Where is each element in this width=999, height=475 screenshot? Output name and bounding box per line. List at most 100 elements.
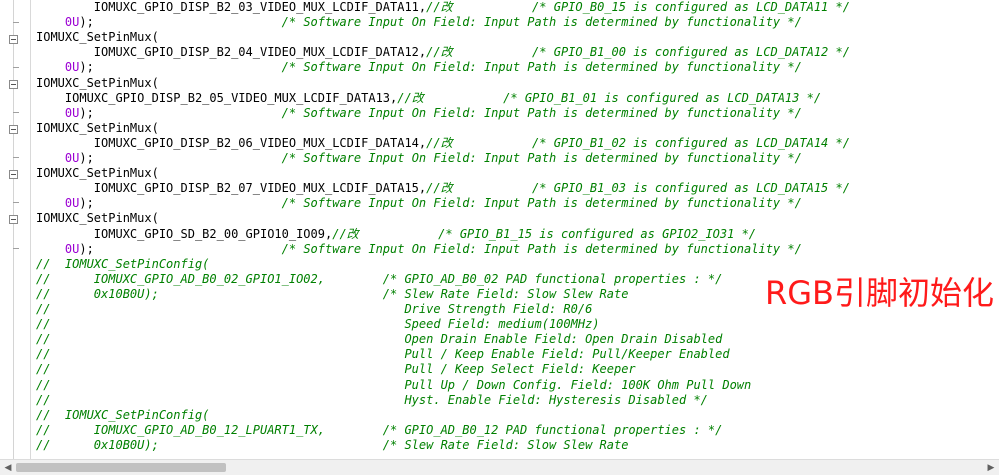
code-line[interactable]: // Pull / Keep Enable Field: Pull/Keeper… [36,347,730,362]
fold-guide-line [13,0,14,459]
code-line[interactable]: IOMUXC_SetPinMux( [36,211,159,226]
code-line[interactable]: // IOMUXC_SetPinConfig( [36,408,209,423]
code-line[interactable]: // IOMUXC_SetPinConfig( [36,257,209,272]
code-text: IOMUXC_GPIO_DISP_B2_06_VIDEO_MUX_LCDIF_D… [93,135,427,150]
code-line[interactable]: // Speed Field: medium(100MHz) [36,317,600,332]
code-comment: // Pull / Keep Enable Field: Pull/Keeper… [36,347,730,362]
fold-end-marker [13,202,19,203]
horizontal-scrollbar[interactable]: ◀ ▶ [0,459,999,475]
code-number-literal: 0U [64,105,80,120]
fold-end-marker [13,157,19,158]
code-comment: // Open Drain Enable Field: Open Drain D… [36,332,723,347]
code-comment: /* Software Input On Field: Input Path i… [93,60,802,75]
scroll-left-arrow-icon[interactable]: ◀ [4,463,12,473]
code-comment: /* Software Input On Field: Input Path i… [93,105,802,120]
code-line[interactable]: IOMUXC_GPIO_DISP_B2_06_VIDEO_MUX_LCDIF_D… [36,136,850,151]
code-comment: /* Software Input On Field: Input Path i… [93,241,802,256]
fold-collapse-icon[interactable] [9,80,18,89]
code-line[interactable]: 0U); /* Software Input On Field: Input P… [36,60,802,75]
code-comment: // Speed Field: medium(100MHz) [36,317,600,332]
code-line[interactable]: 0U); /* Software Input On Field: Input P… [36,196,802,211]
code-number-literal: 0U [64,151,80,165]
code-line[interactable]: // Pull / Keep Select Field: Keeper [36,362,636,377]
code-text: IOMUXC_SetPinMux( [36,30,159,45]
fold-collapse-icon[interactable] [9,170,18,179]
code-line[interactable]: IOMUXC_SetPinMux( [36,166,159,181]
code-indent [36,227,94,241]
code-comment: // IOMUXC_GPIO_AD_B0_02_GPIO1_IO02, /* G… [36,271,723,286]
code-comment: //改 /* GPIO_B1_02 is configured as LCD_D… [426,135,850,150]
code-line[interactable]: 0U); /* Software Input On Field: Input P… [36,15,802,30]
code-line[interactable]: // 0x10B0U); /* Slew Rate Field: Slow Sl… [36,287,628,302]
code-text: ); [79,105,94,120]
scrollbar-thumb[interactable] [16,463,226,472]
code-text: IOMUXC_SetPinMux( [36,75,159,90]
code-line[interactable]: // Pull Up / Down Config. Field: 100K Oh… [36,378,751,393]
code-comment: /* Software Input On Field: Input Path i… [93,151,802,165]
code-number-literal: 0U [64,15,80,30]
code-comment: // Pull / Keep Select Field: Keeper [36,362,636,377]
code-line[interactable]: // Hyst. Enable Field: Hysteresis Disabl… [36,393,708,408]
code-number-literal: 0U [64,60,80,75]
code-comment: /* Software Input On Field: Input Path i… [93,196,802,211]
code-text: ); [79,15,94,30]
code-comment: // Hyst. Enable Field: Hysteresis Disabl… [36,392,708,407]
code-line[interactable]: 0U); /* Software Input On Field: Input P… [36,106,802,121]
code-comment: // IOMUXC_GPIO_AD_B0_12_LPUART1_TX, /* G… [36,422,723,437]
code-indent [36,136,94,150]
red-annotation-text: RGB引脚初始化 [765,274,994,312]
code-line[interactable]: IOMUXC_GPIO_SD_B2_00_GPIO10_IO09,//改 /* … [36,227,756,242]
code-line[interactable]: IOMUXC_SetPinMux( [36,76,159,91]
code-comment: // 0x10B0U); /* Slew Rate Field: Slow Sl… [36,437,629,452]
code-indent [36,151,65,165]
code-text: ); [79,241,94,256]
code-line[interactable]: // IOMUXC_GPIO_AD_B0_02_GPIO1_IO02, /* G… [36,272,722,287]
code-comment: // 0x10B0U); /* Slew Rate Field: Slow Sl… [36,286,629,301]
fold-collapse-icon[interactable] [9,125,18,134]
code-text: IOMUXC_GPIO_DISP_B2_04_VIDEO_MUX_LCDIF_D… [93,45,427,60]
scroll-right-arrow-icon[interactable]: ▶ [987,463,995,473]
code-text: IOMUXC_GPIO_DISP_B2_05_VIDEO_MUX_LCDIF_D… [64,90,398,105]
fold-end-marker [13,112,19,113]
code-comment: //改 /* GPIO_B1_00 is configured as LCD_D… [426,45,850,60]
fold-collapse-icon[interactable] [9,215,18,224]
code-indent [36,91,65,105]
code-line[interactable]: IOMUXC_GPIO_DISP_B2_05_VIDEO_MUX_LCDIF_D… [36,91,821,106]
code-line[interactable]: 0U); /* Software Input On Field: Input P… [36,242,802,257]
fold-collapse-icon[interactable] [9,35,18,44]
code-line[interactable]: // IOMUXC_GPIO_AD_B0_12_LPUART1_TX, /* G… [36,423,722,438]
code-line[interactable]: IOMUXC_SetPinMux( [36,121,159,136]
code-indent [36,15,65,29]
code-comment: //改 /* GPIO_B1_15 is configured as GPIO2… [332,226,757,241]
code-text: IOMUXC_SetPinMux( [36,211,159,226]
code-indent [36,242,65,256]
code-text: IOMUXC_GPIO_DISP_B2_03_VIDEO_MUX_LCDIF_D… [93,0,427,14]
code-indent [36,196,65,210]
code-comment: // IOMUXC_SetPinConfig( [36,256,210,271]
code-indent [36,45,94,59]
code-text: ); [79,60,94,75]
code-line[interactable]: IOMUXC_GPIO_DISP_B2_07_VIDEO_MUX_LCDIF_D… [36,181,850,196]
code-indent [36,0,94,14]
code-text: ); [79,151,94,165]
fold-end-marker [13,248,19,249]
code-line[interactable]: // Drive Strength Field: R0/6 [36,302,592,317]
code-number-literal: 0U [64,196,80,211]
code-line[interactable]: IOMUXC_GPIO_DISP_B2_04_VIDEO_MUX_LCDIF_D… [36,45,850,60]
code-line[interactable]: IOMUXC_SetPinMux( [36,30,159,45]
code-comment: // Pull Up / Down Config. Field: 100K Oh… [36,377,752,392]
code-comment: //改 /* GPIO_B1_03 is configured as LCD_D… [426,181,850,196]
code-line[interactable]: IOMUXC_GPIO_DISP_B2_03_VIDEO_MUX_LCDIF_D… [36,0,850,15]
code-text: IOMUXC_GPIO_DISP_B2_07_VIDEO_MUX_LCDIF_D… [93,181,427,196]
code-line[interactable]: 0U); /* Software Input On Field: Input P… [36,151,802,166]
code-line[interactable]: // Open Drain Enable Field: Open Drain D… [36,332,722,347]
code-text: IOMUXC_SetPinMux( [36,120,159,135]
code-comment: //改 /* GPIO_B0_15 is configured as LCD_D… [426,0,850,14]
code-indent [36,181,94,195]
fold-end-marker [13,67,19,68]
code-comment: // IOMUXC_SetPinConfig( [36,407,210,422]
code-line[interactable]: // 0x10B0U); /* Slew Rate Field: Slow Sl… [36,438,628,453]
code-text: ); [79,196,94,211]
code-editor[interactable]: IOMUXC_GPIO_DISP_B2_03_VIDEO_MUX_LCDIF_D… [36,0,996,459]
code-comment: /* Software Input On Field: Input Path i… [93,15,802,30]
